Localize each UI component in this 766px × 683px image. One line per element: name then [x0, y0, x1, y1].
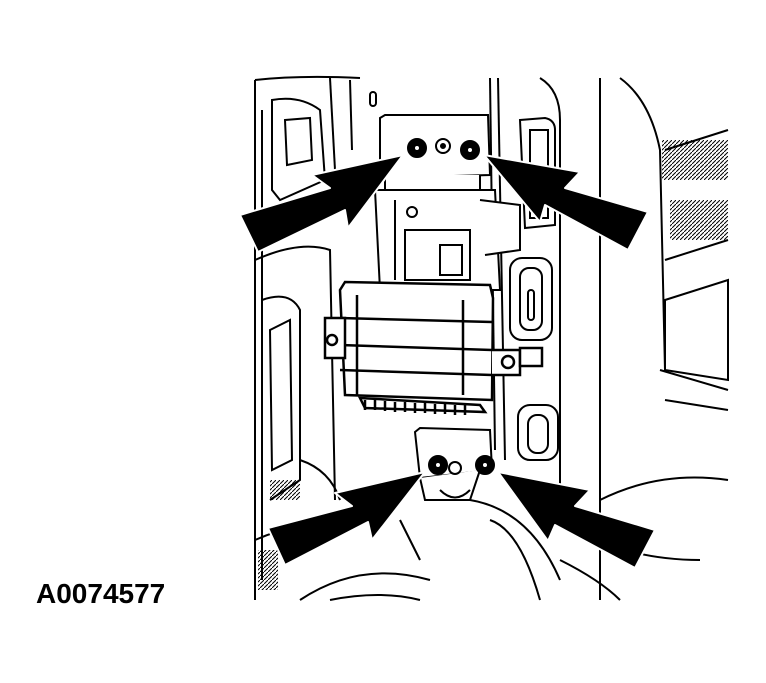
bolt-icon: [407, 138, 495, 475]
slot-panel: [509, 257, 559, 461]
arrow-icon: [239, 154, 656, 569]
figure-id-label: A0074577: [36, 578, 166, 609]
control-module: [323, 280, 544, 415]
upper-bracket: [373, 114, 521, 291]
